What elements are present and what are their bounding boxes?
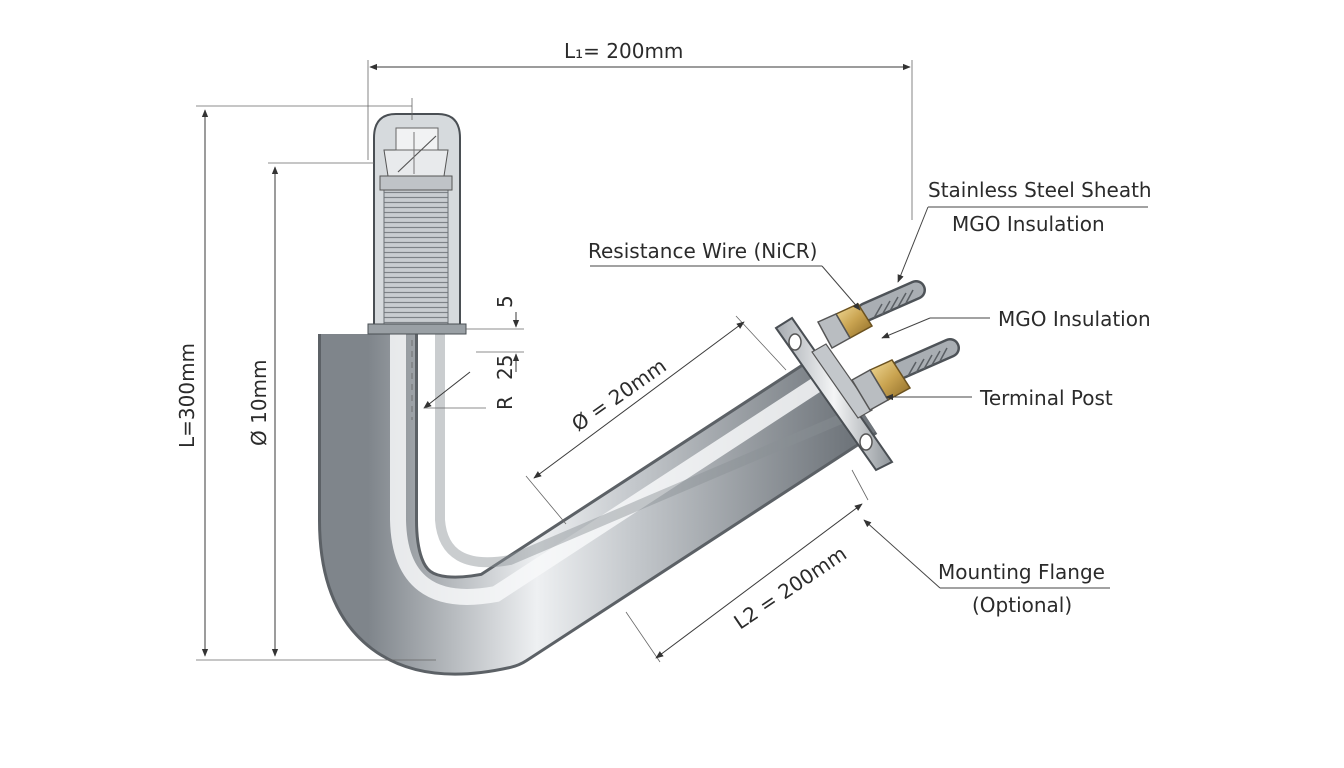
dimension-25-label: 25	[493, 355, 517, 380]
callout-flange	[863, 519, 1110, 589]
label-mgo-top: MGO Insulation	[952, 212, 1105, 236]
terminal-lower	[850, 338, 960, 412]
terminal-upper	[816, 280, 926, 350]
label-flange-line2: (Optional)	[972, 593, 1072, 617]
dimension-small-5-25	[411, 312, 524, 420]
dimension-dia-inner	[268, 162, 374, 657]
dimension-dia-outer-label: Ø = 20mm	[567, 354, 671, 437]
dimension-l2-label: L2 = 200mm	[729, 541, 851, 634]
dimension-dia-inner-label: Ø 10mm	[247, 359, 271, 446]
mounting-flange	[774, 316, 894, 472]
cutaway-section	[367, 113, 467, 335]
dimension-dia-outer	[525, 315, 787, 525]
dimension-radius-label: R	[493, 396, 517, 410]
dimension-5-label: 5	[493, 295, 517, 308]
callout-mgo-mid	[881, 317, 990, 339]
label-flange-line1: Mounting Flange	[938, 560, 1105, 584]
label-terminal-post: Terminal Post	[979, 386, 1113, 410]
dimension-l2	[625, 469, 869, 663]
dimension-l-total-label: L=300mm	[175, 343, 199, 448]
label-sheath: Stainless Steel Sheath	[928, 178, 1152, 202]
label-resistance-wire: Resistance Wire (NiCR)	[588, 239, 817, 263]
callout-sheath	[897, 206, 1148, 283]
dimension-l-total	[196, 98, 436, 661]
heater-tube	[318, 334, 878, 676]
label-mgo-mid: MGO Insulation	[998, 307, 1151, 331]
dimension-l1	[367, 60, 913, 220]
dimension-l1-label: L₁= 200mm	[564, 39, 683, 63]
callout-resistance-wire	[590, 265, 861, 311]
